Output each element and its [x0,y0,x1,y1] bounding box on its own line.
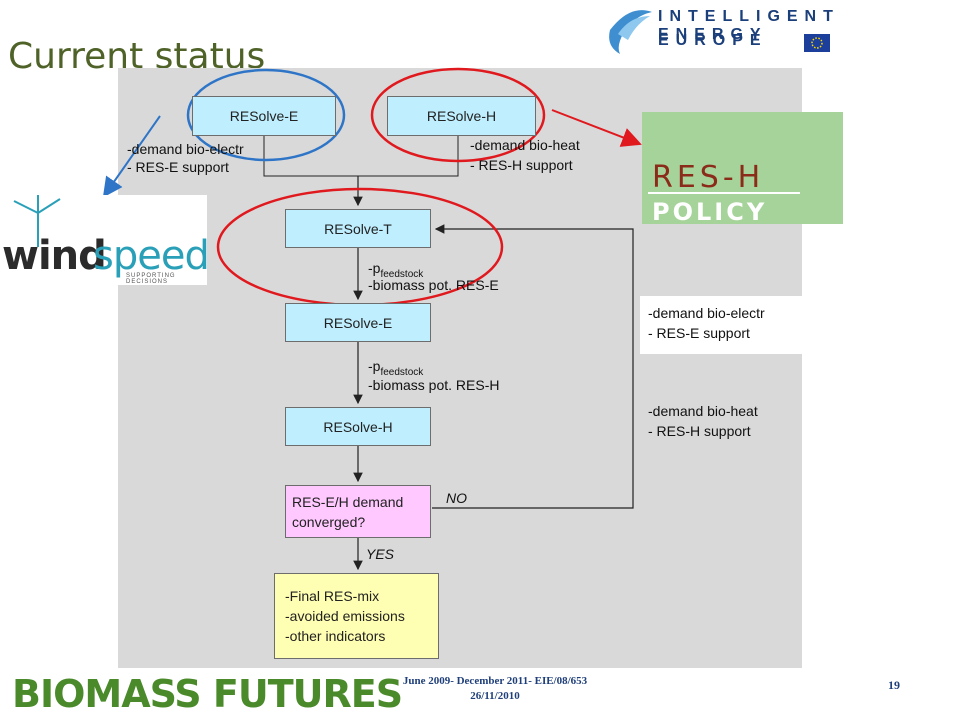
windspeed-logo: wind speed SUPPORTING DECISIONS [0,195,210,285]
iee-line2: EUROPE [658,32,768,49]
p-subscript: feedstock [380,367,424,378]
blue-highlight-ellipse [186,68,346,162]
decision-line-2: converged? [292,513,366,530]
windspeed-speed: speed [93,233,210,279]
biomass-futures-wordmark: BIOMASS FUTURES [12,672,403,716]
resolve-e-top-box: RESolve-E [192,96,336,136]
red-highlight-ellipse [370,67,546,163]
windspeed-tagline: SUPPORTING DECISIONS [126,273,176,285]
iee-line1: INTELLIGENT ENERGY [658,8,840,43]
final-line-1: -Final RES-mix [285,588,380,604]
left-label-2: - RES-E support [127,159,229,175]
final-results-box: -Final RES-mix -avoided emissions -other… [274,573,439,659]
eu-flag-icon [804,34,830,52]
resolve-t-box: RESolve-T [285,209,431,248]
footer-line-1: June 2009- December 2011- EIE/08/653 [402,675,588,687]
right-label-1: -demand bio-heat [470,137,580,153]
p-feedstock-label-2: -pfeedstock [368,356,423,383]
p-subscript: feedstock [380,269,424,280]
droplet-icon [609,10,652,55]
resolve-e-box: RESolve-E [285,303,431,342]
res-h-policy-line-2: POLICY [652,198,768,226]
merge-connector [263,136,459,177]
resolve-h-top-box: RESolve-H [387,96,536,136]
windspeed-wind: wind [2,233,107,279]
red-arrow-to-resh-policy [551,109,642,147]
biomass-pot-res-h-label: -biomass pot. RES-H [368,377,500,393]
right-label-2: - RES-H support [470,157,573,173]
convergence-decision-box: RES-E/H demand converged? [285,485,431,538]
res-h-policy-line-1: RES-H [652,160,765,195]
decision-line-1: RES-E/H demand [292,493,404,510]
res-h-policy-logo: RES-H POLICY [642,112,843,226]
feedback-electr-panel [640,296,802,354]
intelligent-energy-europe-logo: INTELLIGENT ENERGY EUROPE [600,2,960,56]
wind-turbine-icon [13,195,61,247]
footer-text: June 2009- December 2011- EIE/08/653 26/… [360,674,630,704]
blue-arrow-to-windspeed [102,115,161,198]
final-line-3: -other indicators [285,628,386,644]
res-h-policy-divider [648,192,800,194]
page-number: 19 [888,678,900,692]
feedback-electr-line-2: - RES-E support [648,325,750,341]
biomass-pot-res-e-label: -biomass pot. RES-E [368,277,499,293]
biomass-futures-logo: BIOMASS FUTURES [8,668,403,720]
feedback-heat-line-2: - RES-H support [648,423,751,439]
yes-label: YES [366,546,395,562]
final-line-2: -avoided emissions [285,608,405,624]
p-prefix: -p [368,260,381,276]
no-label: NO [446,490,467,506]
resolve-h-box: RESolve-H [285,407,431,446]
p-prefix: -p [368,358,381,374]
feedback-loop [432,224,634,509]
feedback-electr-line-1: -demand bio-electr [648,305,765,321]
feedback-heat-line-1: -demand bio-heat [648,403,758,419]
footer-line-2: 26/11/2010 [470,690,520,702]
p-feedstock-label-1: -pfeedstock [368,258,423,285]
left-label-1: -demand bio-electr [127,141,244,157]
